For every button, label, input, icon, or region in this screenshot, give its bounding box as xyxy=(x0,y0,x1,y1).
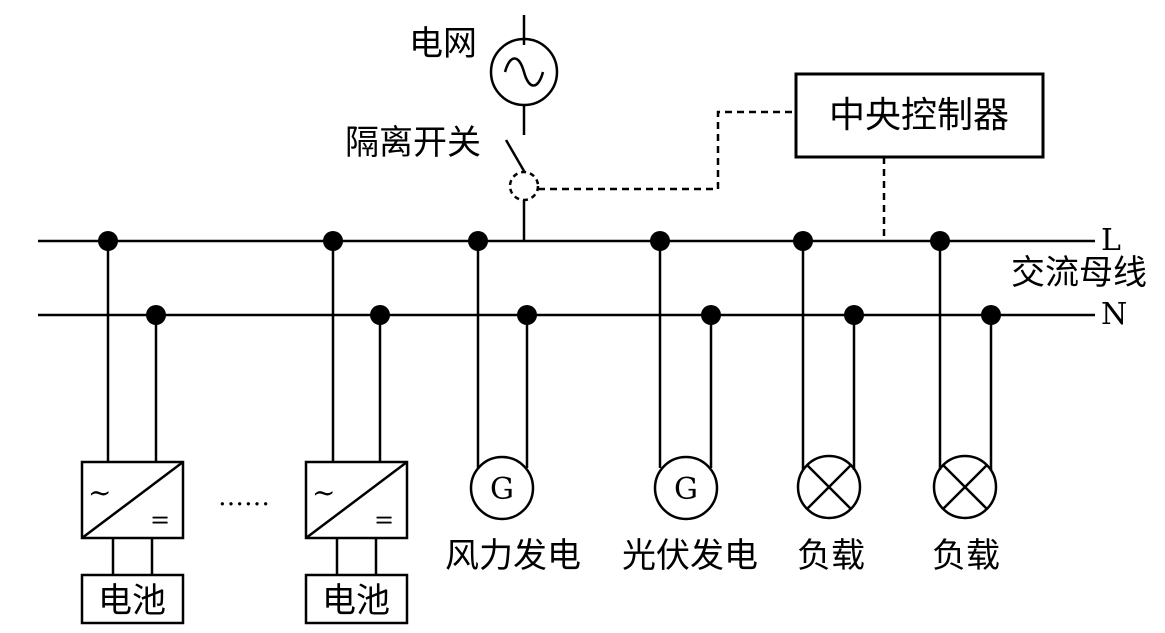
battery-2 xyxy=(304,573,409,625)
grid-label: 电网 xyxy=(409,24,477,64)
load-2-label: 负载 xyxy=(932,536,1000,576)
converter-1-diagonal xyxy=(81,461,184,539)
central-controller-box xyxy=(794,72,1045,159)
junction-dot xyxy=(370,305,390,325)
wind-generator-letter: G xyxy=(490,472,514,507)
converter-2-dc-symbol: = xyxy=(374,506,394,534)
converter-1 xyxy=(80,460,185,540)
load-2-lamp-symbol xyxy=(932,454,998,520)
junction-dot xyxy=(650,231,670,251)
bus-L-label: L xyxy=(1101,223,1121,258)
converter-1-dc-symbol: = xyxy=(150,506,170,534)
junction-dot xyxy=(468,231,488,251)
load-1-lamp-symbol xyxy=(796,454,862,520)
converter-2-ac-symbol: ~ xyxy=(312,476,335,509)
load-1-cross-b xyxy=(806,464,852,510)
junction-dot xyxy=(701,305,721,325)
pv-power-label: 光伏发电 xyxy=(622,536,758,576)
junction-dot xyxy=(323,231,343,251)
sine-wave-icon xyxy=(503,57,545,87)
battery-1 xyxy=(80,573,185,625)
isolation-switch-label: 隔离开关 xyxy=(345,123,481,163)
junction-dot xyxy=(517,305,537,325)
junction-dot xyxy=(146,305,166,325)
wind-power-label: 风力发电 xyxy=(445,536,581,576)
junction-dot xyxy=(930,231,950,251)
junction-dot xyxy=(844,305,864,325)
converter-2-diagonal xyxy=(305,461,408,539)
wind-generator-symbol xyxy=(469,455,535,521)
load-1-label: 负载 xyxy=(797,536,865,576)
load-2-cross-b xyxy=(942,464,988,510)
ac-bus-label: 交流母线 xyxy=(1011,253,1147,293)
battery-1-label: 电池 xyxy=(98,581,166,621)
junction-dot xyxy=(98,231,118,251)
isolation-switch-actuator xyxy=(508,170,540,202)
pv-generator-symbol xyxy=(653,455,719,521)
control-line-to-switch xyxy=(538,110,796,191)
pv-generator-letter: G xyxy=(674,472,698,507)
isolation-switch-blade xyxy=(504,139,526,172)
junction-dot xyxy=(793,231,813,251)
converter-1-ac-symbol: ~ xyxy=(88,476,111,509)
converter-2 xyxy=(304,460,409,540)
battery-2-label: 电池 xyxy=(322,581,390,621)
junction-dot xyxy=(981,305,1001,325)
central-controller-label: 中央控制器 xyxy=(829,95,1009,136)
bus-N-label: N xyxy=(1101,297,1127,332)
ellipsis: …… xyxy=(218,482,270,512)
